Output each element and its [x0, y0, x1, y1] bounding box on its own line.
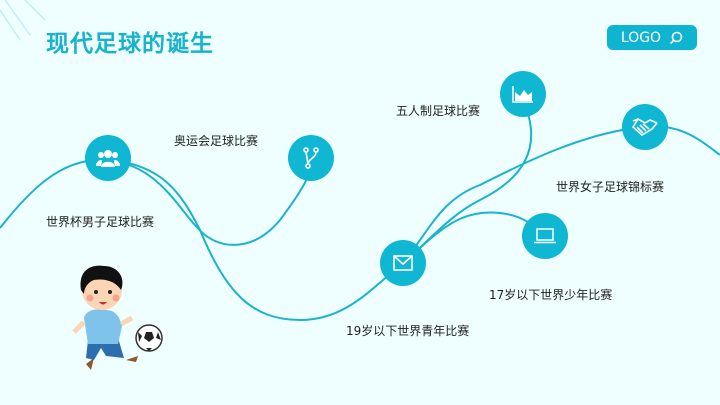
milestone-label: 世界杯男子足球比赛 [46, 215, 155, 229]
laptop-icon [534, 228, 556, 244]
handshake-icon [632, 118, 658, 136]
milestone-label: 17岁以下世界少年比赛 [489, 288, 613, 302]
milestone-node-women[interactable] [622, 104, 668, 150]
logo-label: LOGO [620, 29, 662, 46]
milestone-node-u17[interactable] [522, 213, 568, 259]
milestone-label: 世界女子足球锦标赛 [556, 180, 665, 194]
milestone-label: 19岁以下世界青年比赛 [346, 324, 470, 338]
milestone-label: 五人制足球比赛 [396, 104, 481, 118]
boy-soccer-illustration [72, 265, 163, 370]
search-icon [670, 31, 683, 44]
milestone-node-u19[interactable] [380, 240, 426, 286]
logo-button[interactable]: LOGO [607, 25, 697, 50]
area-chart-icon [512, 86, 533, 103]
users-icon [96, 150, 120, 167]
milestone-label: 奥运会足球比赛 [174, 134, 259, 148]
milestone-node-futsal[interactable] [500, 71, 546, 117]
milestone-node-olympic[interactable] [288, 135, 334, 181]
corner-decoration [0, 0, 46, 41]
mail-icon [393, 255, 413, 271]
branch-icon [303, 147, 319, 169]
page-title: 现代足球的诞生 [46, 31, 214, 57]
milestone-node-worldcup[interactable] [85, 135, 131, 181]
